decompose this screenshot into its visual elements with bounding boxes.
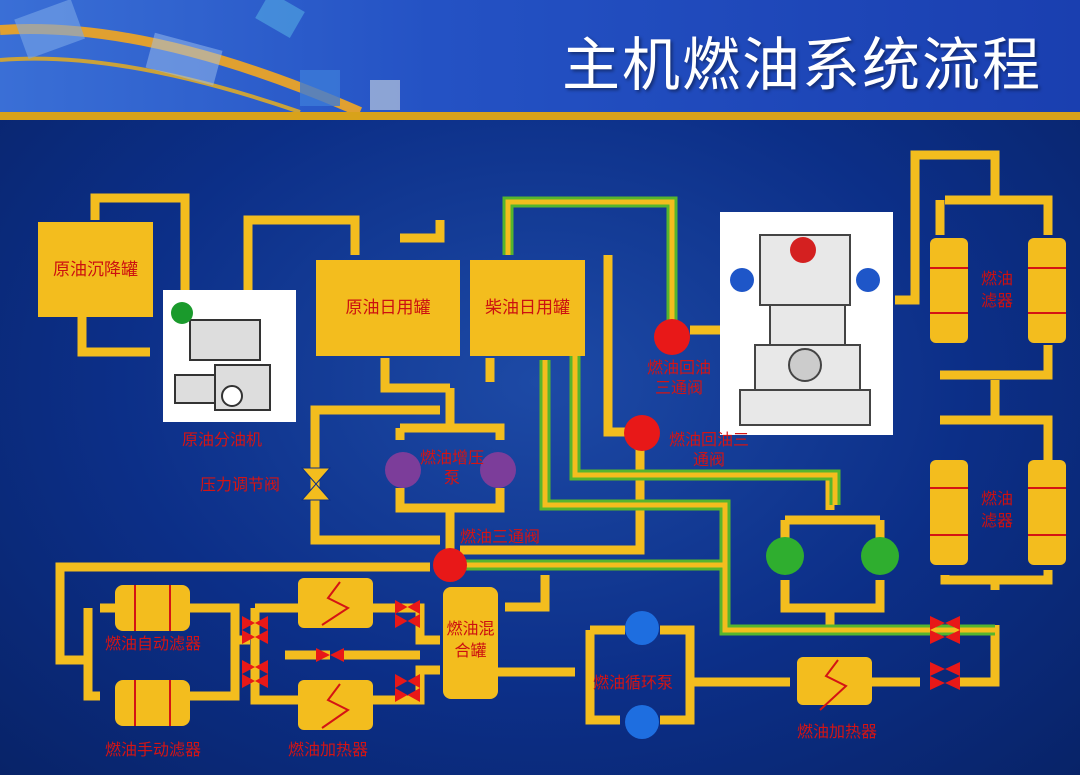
valve-icon [242, 467, 960, 702]
crude-daily-tank [316, 260, 460, 356]
fuel-three-way-valve-label: 燃油三通阀 [460, 527, 541, 546]
engine-image [720, 212, 893, 435]
return-valve-upper-icon [654, 319, 690, 355]
page-title: 主机燃油系统流程 [561, 31, 1042, 99]
header-divider [0, 112, 1080, 120]
heater-icon [298, 578, 872, 730]
heater-left-label: 燃油加热器 [288, 740, 369, 759]
mixing-tank-label: 燃油混合罐 [446, 619, 495, 660]
crude-daily-tank-label: 原油日用罐 [345, 298, 431, 318]
diesel-pipelines [460, 196, 995, 636]
diesel-daily-tank [470, 260, 585, 356]
return-valve-upper-label: 燃油回油三通阀 [646, 358, 711, 397]
pump-icon [385, 452, 899, 739]
return-valve-lower-icon [624, 415, 660, 451]
auto-filter [115, 585, 190, 631]
crude-settling-tank [38, 222, 153, 317]
fuel-filter-lower [930, 460, 1066, 565]
fuel-system-diagram [38, 150, 1066, 739]
manual-filter [115, 680, 190, 726]
header-bar: 主机燃油系统流程 [0, 0, 1080, 112]
separator-indicator-icon [171, 302, 193, 324]
return-valve-lower-label: 燃油回油三通阀 [668, 430, 749, 469]
auto-filter-label: 燃油自动滤器 [105, 634, 202, 653]
mixing-tank [443, 587, 498, 699]
heater-right-label: 燃油加热器 [797, 722, 878, 741]
booster-pump-label: 燃油增压泵 [420, 448, 485, 487]
circulation-pump-label: 燃油循环泵 [593, 673, 674, 692]
fuel-filter-lower-label: 燃油滤器 [980, 489, 1013, 530]
diesel-daily-tank-label: 柴油日用罐 [485, 298, 570, 318]
fuel-filter-upper [930, 238, 1066, 343]
crude-settling-tank-label: 原油沉降罐 [53, 259, 138, 280]
header-decoration [0, 0, 400, 112]
crude-separator-label: 原油分油机 [182, 430, 263, 449]
fuel-three-way-valve-icon [433, 548, 467, 582]
separator-image [163, 290, 296, 422]
diagram-area: 原油沉降罐 原油日用罐 柴油日用罐 燃油混合罐 燃油滤器 燃油滤器 原油分油机 … [0, 120, 1080, 775]
fuel-filter-upper-label: 燃油滤器 [980, 269, 1013, 310]
crude-pipelines [55, 150, 1053, 725]
pressure-regulating-valve-label: 压力调节阀 [200, 475, 281, 494]
manual-filter-label: 燃油手动滤器 [105, 740, 202, 759]
